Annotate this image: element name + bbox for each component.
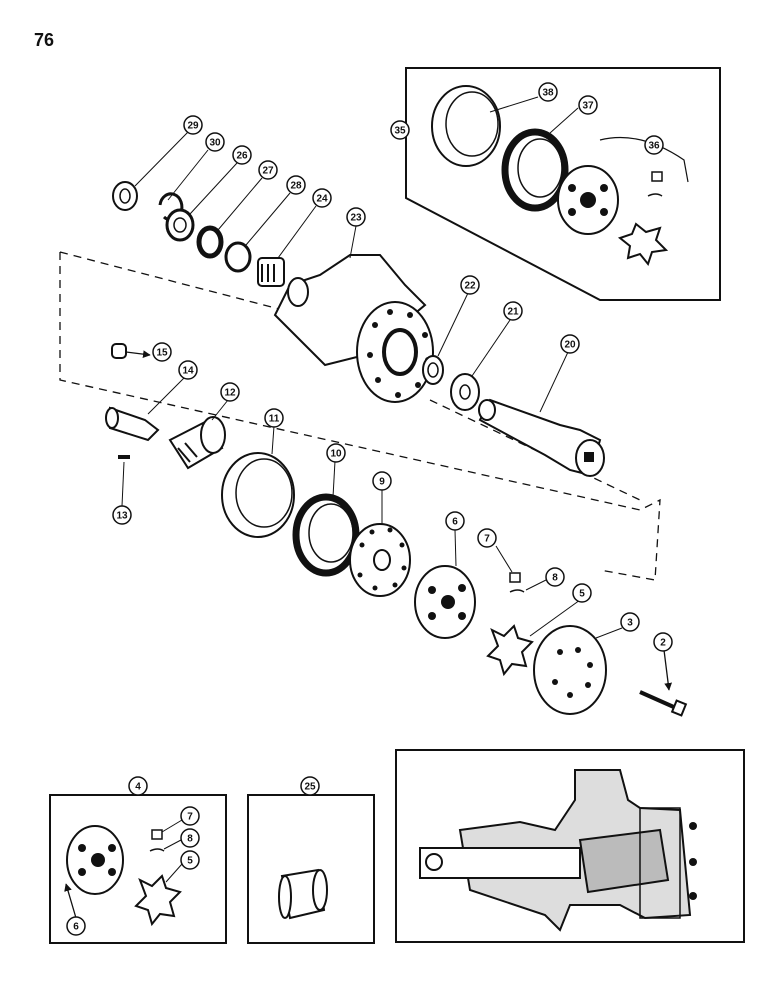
callout-label-12: 12 [224, 388, 236, 399]
callout-37: 37 [549, 95, 598, 134]
callout-2: 2 [653, 632, 673, 691]
part-7-key [509, 572, 521, 583]
callout-label-9: 9 [379, 477, 385, 488]
callout-label-38: 38 [542, 88, 554, 99]
inset-callout-5: 5 [165, 850, 200, 883]
callout-label-13: 13 [116, 511, 128, 522]
inset-callout-label-8: 8 [187, 834, 193, 845]
inset-callout-label-6: 6 [73, 922, 79, 933]
callout-label-14: 14 [182, 366, 194, 377]
part-10-bearing-cone [292, 493, 360, 577]
callout-label-29: 29 [187, 121, 199, 132]
callout-14: 14 [147, 360, 198, 415]
callout-12: 12 [211, 382, 240, 421]
callout-6: 6 [445, 511, 465, 567]
callout-label-5: 5 [579, 589, 585, 600]
callout-10: 10 [326, 443, 346, 498]
callout-label-27: 27 [262, 166, 274, 177]
part-22-washer [422, 355, 444, 385]
inset-callout-label-5: 5 [187, 856, 193, 867]
callout-label-6: 6 [452, 517, 458, 528]
part-14-pin [105, 406, 160, 442]
callout-label-21: 21 [507, 307, 519, 318]
callout-label-4: 4 [135, 782, 141, 793]
inset-box-35 [405, 67, 721, 301]
part-29-nut [112, 181, 138, 211]
part-24-needle-bearing [257, 257, 285, 287]
part-9-plate [349, 523, 411, 597]
part-28-spacer [224, 241, 252, 273]
callout-label-10: 10 [330, 449, 342, 460]
callout-label-15: 15 [156, 348, 168, 359]
callout-label-25: 25 [304, 782, 316, 793]
part-12-needle-bearing [168, 416, 226, 470]
cross-section-view [395, 749, 745, 943]
callout-36: 36 [644, 135, 664, 155]
part-5-star [486, 624, 534, 677]
callout-20: 20 [539, 334, 580, 413]
callout-29: 29 [134, 115, 203, 187]
callout-25: 25 [300, 776, 320, 796]
part-13-key [118, 455, 130, 459]
callout-label-28: 28 [290, 181, 302, 192]
inset-callout-6: 6 [64, 883, 86, 936]
callout-4: 4 [128, 776, 148, 796]
part-36-coupling-assy [557, 136, 689, 267]
callout-5: 5 [529, 583, 592, 637]
callout-label-30: 30 [209, 138, 221, 149]
callout-label-20: 20 [564, 340, 576, 351]
part-27-seal [196, 225, 224, 259]
part-23-housing [273, 254, 434, 403]
part-20-shaft [478, 398, 605, 477]
part-3-cover [533, 625, 607, 715]
callout-9: 9 [372, 471, 392, 524]
inset-callout-label-7: 7 [187, 812, 193, 823]
inset-box-25 [247, 794, 375, 944]
callout-7: 7 [477, 528, 513, 573]
callout-label-7: 7 [484, 534, 490, 545]
callout-label-22: 22 [464, 281, 476, 292]
callout-11: 11 [264, 408, 284, 455]
callout-label-36: 36 [648, 141, 660, 152]
callout-22: 22 [437, 275, 480, 357]
part-8-spring [509, 589, 525, 593]
callout-label-3: 3 [627, 618, 633, 629]
callout-23: 23 [346, 207, 366, 259]
part-11-bearing-cup [221, 452, 295, 538]
callout-label-35: 35 [394, 126, 406, 137]
callout-label-23: 23 [350, 213, 362, 224]
callout-21: 21 [471, 301, 523, 377]
callout-35: 35 [390, 120, 410, 140]
part-6-coupling [414, 565, 476, 639]
callout-38: 38 [489, 82, 558, 113]
callout-label-2: 2 [660, 638, 666, 649]
callout-26: 26 [189, 145, 252, 215]
callout-8: 8 [525, 567, 565, 591]
part-26-bearing [165, 208, 195, 242]
callout-30: 30 [167, 132, 225, 201]
part-15-pin [111, 343, 151, 359]
callout-15: 15 [152, 342, 172, 362]
callout-label-37: 37 [582, 101, 594, 112]
page-number: 76 [34, 30, 55, 50]
part-2-bolt [639, 690, 688, 717]
inset-callout-7: 7 [161, 806, 200, 833]
callout-28: 28 [245, 175, 306, 246]
callout-24: 24 [277, 188, 332, 259]
callout-label-24: 24 [316, 194, 328, 205]
callout-label-26: 26 [236, 151, 248, 162]
inset-box-4 [49, 794, 227, 944]
part-21-thrust-plate [450, 373, 480, 411]
part-37-bearing-cone [501, 128, 569, 212]
callout-label-8: 8 [552, 573, 558, 584]
callout-13: 13 [112, 461, 132, 525]
callout-27: 27 [217, 160, 278, 231]
part-38-bearing-cup [431, 85, 501, 167]
callout-3: 3 [595, 612, 640, 639]
inset-callout-8: 8 [163, 828, 200, 850]
callout-label-11: 11 [269, 414, 280, 425]
